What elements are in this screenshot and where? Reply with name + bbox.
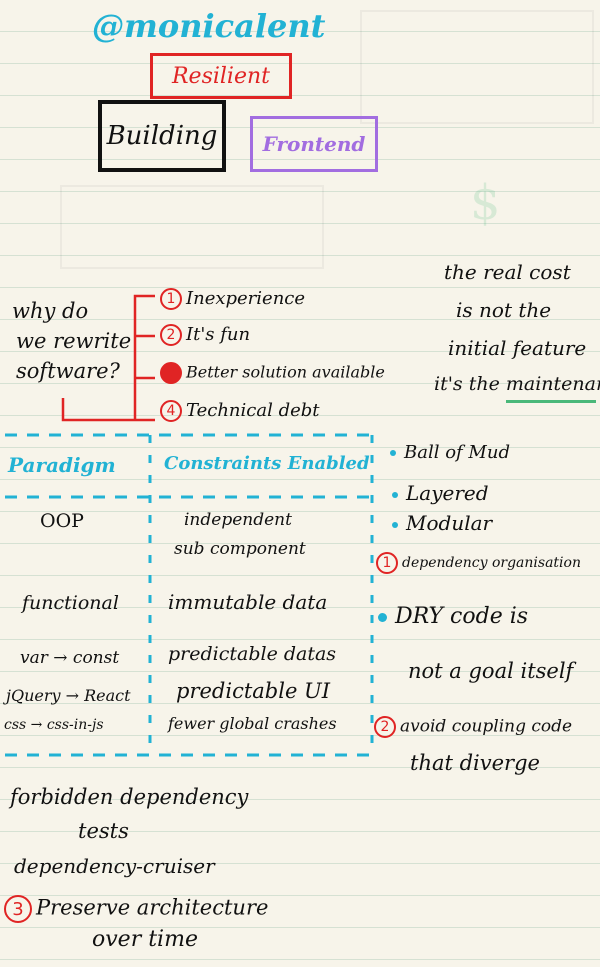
dry-line: DRY code is [395,604,529,629]
preserve-line: over time [92,927,198,952]
principle-number: 2 [374,716,396,738]
title-frontend: Frontend [250,116,378,172]
ghost-box [60,185,324,269]
architecture-label: Modular [406,511,493,535]
preserve-line: Preserve architecture [36,895,269,920]
bullet-dot [390,450,396,456]
table-cell-constraint: predictable datas [168,643,337,665]
rewrite-question-line: we rewrite [16,329,132,353]
ghost-box [360,10,594,124]
architecture-label: Layered [406,481,489,505]
rewrite-bracket [61,294,155,422]
cost-note-line: initial feature [448,336,587,360]
reason-text: Better solution available [186,362,385,382]
table-cell-paradigm: css → css-in-js [4,717,104,733]
bullet-dot [378,612,387,622]
bullet-dot [392,491,398,498]
architecture-label: Ball of Mud [404,442,510,463]
table-cell-constraint: immutable data [168,590,328,614]
principle-dry: DRY code is [378,604,528,629]
table-cell-constraint: independent [184,510,292,530]
table-frame [5,433,374,757]
table-cell-constraint: predictable UI [176,679,331,703]
bullet-dot [392,521,398,528]
maintenance-underline [506,400,596,403]
cost-note-line: it's the maintenance [434,373,600,395]
title-resilient: Resilient [150,53,292,99]
table-cell-paradigm: functional [22,592,119,614]
principle-text: dependency organisation [402,555,581,571]
reason-number: 2 [160,324,182,346]
table-cell-paradigm: var → const [20,648,120,668]
table-cell-paradigm: jQuery → React [6,686,131,705]
reason-number: 3 [160,362,182,384]
reason-text: Inexperience [186,288,306,309]
reason-text: It's fun [186,324,251,345]
reason-number: 4 [160,400,182,422]
tools-line: dependency-cruiser [14,854,215,878]
table-header-constraints: Constraints Enabled [164,453,370,474]
reason-number: 1 [160,288,182,310]
architecture-item: Layered [392,481,489,505]
rewrite-question-line: software? [16,359,120,383]
dry-line: not a goal itself [408,659,574,683]
cost-note-line: is not the [456,298,552,322]
tools-line: tests [78,819,129,843]
reason-text: Technical debt [186,400,320,421]
architecture-item: Modular [392,511,492,535]
coupling-line: that diverge [410,751,540,775]
title-building: Building [98,100,226,172]
rewrite-question-line: why do [12,299,89,323]
table-cell-paradigm: OOP [40,510,84,532]
table-cell-constraint: fewer global crashes [168,714,337,733]
principle-number: 1 [376,552,398,574]
ghost-dollar-icon: $ [470,175,501,231]
architecture-item: Ball of Mud [390,442,510,463]
cost-note-line: the real cost [444,260,571,284]
tools-line: forbidden dependency [10,785,249,809]
table-header-paradigm: Paradigm [8,453,116,477]
coupling-line: avoid coupling code [400,716,573,737]
author-handle: @monicalent [92,7,326,45]
table-cell-constraint: sub component [174,539,306,559]
principle-number: 3 [4,895,32,923]
